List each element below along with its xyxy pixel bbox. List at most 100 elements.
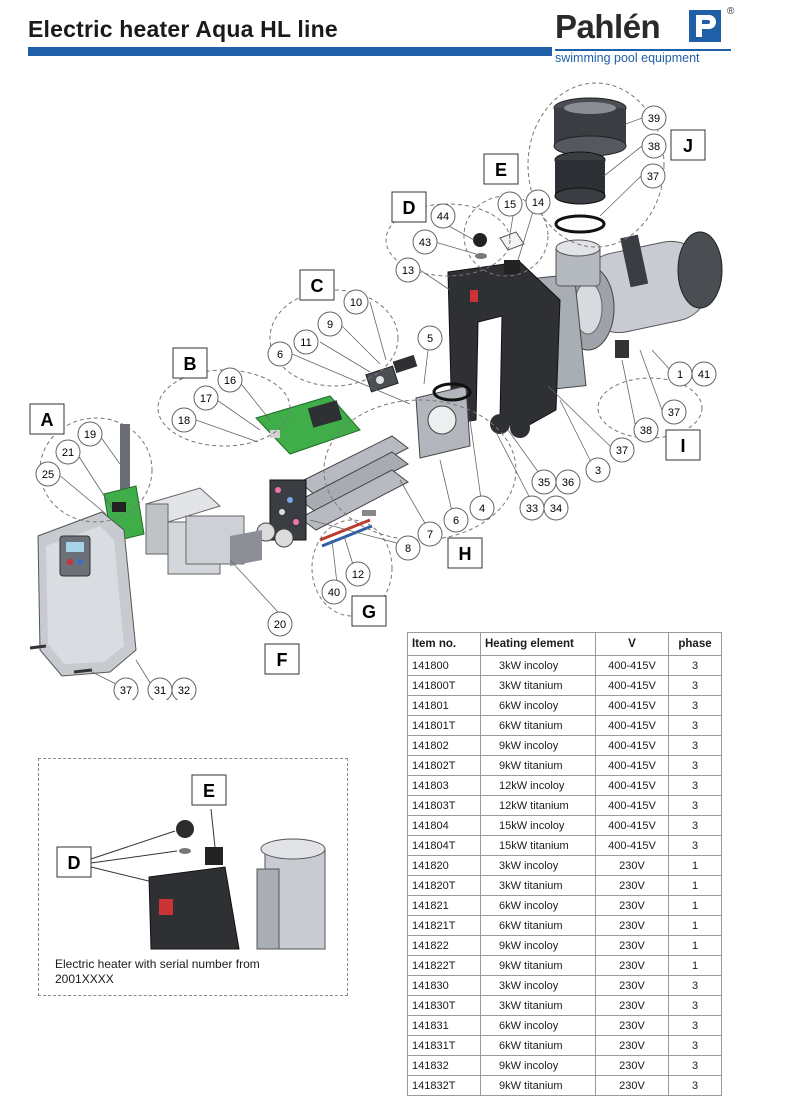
col-item-no: Item no. — [407, 632, 481, 656]
page-title: Electric heater Aqua HL line — [28, 16, 338, 42]
cell-item-no: 141802 — [407, 735, 481, 756]
cell-phase: 1 — [668, 955, 722, 976]
cell-heating-element: 6kW incoloy — [480, 1015, 596, 1036]
cell-heating-element: 3kW titanium — [480, 675, 596, 696]
cell-voltage: 230V — [595, 1075, 669, 1096]
cell-phase: 3 — [668, 1075, 722, 1096]
letter-J: J — [670, 129, 706, 161]
callout-18: 17 — [193, 385, 219, 411]
inset-bracket — [148, 866, 240, 950]
svg-text:5: 5 — [427, 333, 433, 345]
letter-C: C — [299, 269, 335, 301]
callout-44: 44 — [430, 203, 456, 229]
svg-text:11: 11 — [300, 337, 311, 349]
svg-text:7: 7 — [427, 529, 433, 541]
svg-text:17: 17 — [200, 393, 212, 405]
callout-25: 21 — [55, 439, 81, 465]
cell-heating-element: 9kW incoloy — [480, 935, 596, 956]
cell-voltage: 400-415V — [595, 695, 669, 716]
cell-heating-element: 3kW titanium — [480, 995, 596, 1016]
flange-5 — [415, 385, 471, 459]
front-cover-28 — [29, 511, 137, 677]
cell-phase: 3 — [668, 1055, 722, 1076]
switch-15-16 — [499, 231, 525, 274]
inset-switch — [205, 847, 223, 865]
svg-text:E: E — [495, 160, 507, 180]
svg-text:6: 6 — [453, 515, 459, 527]
cell-item-no: 141831T — [407, 1035, 481, 1056]
cell-item-no: 141802T — [407, 755, 481, 776]
callout-28: 31 — [147, 677, 173, 700]
callout-19: 18 — [171, 407, 197, 433]
cell-item-no: 141830 — [407, 975, 481, 996]
cell-item-no: 141800 — [407, 655, 481, 676]
cell-voltage: 400-415V — [595, 835, 669, 856]
sensor-cable-13 — [319, 510, 376, 548]
cell-phase: 3 — [668, 795, 722, 816]
terminal-block-21 — [144, 487, 262, 575]
callout-43: 43 — [412, 229, 438, 255]
cell-heating-element: 12kW incoloy — [480, 775, 596, 796]
cell-item-no: 141803T — [407, 795, 481, 816]
callout-7: 6 — [443, 507, 469, 533]
svg-text:36: 36 — [562, 477, 574, 489]
group-letter-boxes: J E D C B A I H G F — [29, 129, 706, 675]
svg-text:G: G — [362, 602, 376, 622]
letter-B: B — [172, 347, 208, 379]
callout-15: 14 — [525, 189, 551, 215]
cell-item-no: 141822T — [407, 955, 481, 976]
cell-heating-element: 9kW titanium — [480, 1075, 596, 1096]
svg-text:37: 37 — [647, 171, 659, 183]
cell-voltage: 400-415V — [595, 755, 669, 776]
callout-16: 15 — [497, 191, 523, 217]
cell-phase: 3 — [668, 675, 722, 696]
exploded-parts-diagram: 39 38 37 15 14 44 43 13 10 9 11 6 5 16 1… — [29, 82, 723, 700]
svg-text:41: 41 — [698, 369, 710, 381]
callout-36: 38 — [633, 417, 659, 443]
svg-text:33: 33 — [526, 503, 538, 515]
svg-text:31: 31 — [154, 685, 166, 697]
svg-text:C: C — [311, 276, 324, 296]
cell-voltage: 400-415V — [595, 795, 669, 816]
svg-text:14: 14 — [532, 197, 544, 209]
callout-10: 9 — [317, 311, 343, 337]
leader-lines — [57, 117, 673, 689]
cell-heating-element: 3kW incoloy — [480, 655, 596, 676]
svg-text:15: 15 — [504, 199, 516, 211]
callout-26: 25 — [35, 461, 61, 487]
svg-text:25: 25 — [42, 469, 54, 481]
inset-serial-variant: D E Electric heater with serial number f… — [38, 758, 348, 996]
inset-letters: D E — [56, 774, 227, 878]
svg-text:D: D — [68, 853, 81, 873]
inset-letter-E: E — [191, 774, 227, 806]
callout-6: 6 — [267, 341, 293, 367]
cell-heating-element: 12kW titanium — [480, 795, 596, 816]
svg-text:D: D — [403, 198, 416, 218]
cell-phase: 3 — [668, 995, 722, 1016]
brand-name: Pahlén — [555, 8, 661, 45]
svg-text:37: 37 — [668, 407, 680, 419]
svg-text:B: B — [184, 354, 197, 374]
callout-35a: 37 — [609, 437, 635, 463]
svg-text:38: 38 — [648, 141, 660, 153]
svg-text:4: 4 — [479, 503, 485, 515]
cell-item-no: 141820T — [407, 875, 481, 896]
cell-voltage: 400-415V — [595, 715, 669, 736]
cell-phase: 1 — [668, 915, 722, 936]
letter-H: H — [447, 537, 483, 569]
svg-text:16: 16 — [224, 375, 236, 387]
svg-text:37: 37 — [616, 445, 628, 457]
cell-phase: 3 — [668, 755, 722, 776]
cell-phase: 3 — [668, 1015, 722, 1036]
svg-text:10: 10 — [350, 297, 362, 309]
